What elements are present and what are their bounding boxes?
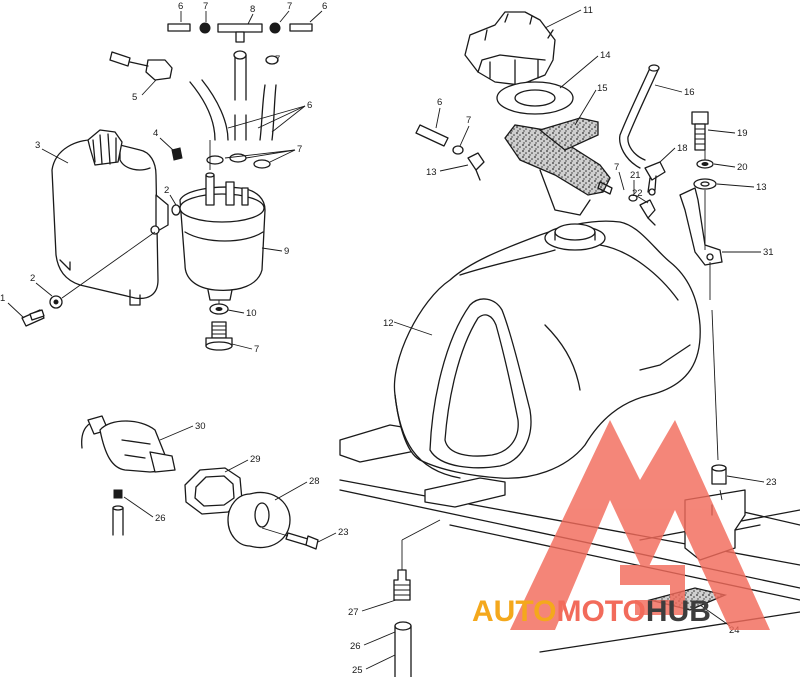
callout-label: 25: [352, 665, 363, 676]
callout-label: 2: [164, 185, 169, 196]
cover-screw: [261, 527, 319, 550]
callout-label: 13: [426, 167, 437, 178]
fuel-tank: [393, 220, 701, 479]
alignment-lines-right: [704, 150, 723, 501]
watermark-logo-mark: [510, 420, 770, 630]
watermark-text-hub: HUB: [646, 595, 711, 628]
drain-fitting: [393, 519, 441, 601]
vent-hose: [619, 64, 660, 169]
filter-bolt: [205, 321, 233, 351]
pump-gasket: [184, 467, 243, 515]
callout-label: 29: [250, 454, 261, 465]
callout-label: 6: [437, 97, 442, 108]
callout-label: 6: [307, 100, 312, 111]
callout-label: 15: [597, 83, 608, 94]
callout-label: 12: [383, 318, 394, 329]
hose-clamps: [206, 153, 271, 169]
callout-label: 9: [284, 246, 289, 257]
pump-fitting: [112, 489, 124, 536]
drain-hose: [394, 621, 412, 677]
filter-washer: [209, 300, 229, 315]
hose-stub-left: [415, 124, 485, 181]
callout-label: 28: [309, 476, 320, 487]
washer-large: [693, 178, 717, 190]
spacer-bushing: [711, 464, 727, 485]
callout-label: 13: [756, 182, 767, 193]
callout-label: 30: [195, 421, 206, 432]
cap-gasket: [496, 81, 574, 115]
watermark-text: AUTOMOTOHUB: [472, 595, 711, 628]
fuel-filter-pump: [179, 140, 266, 301]
callout-label: 24: [729, 625, 740, 636]
callout-label: 1: [0, 293, 5, 304]
hose-stub-center: [597, 181, 638, 202]
callout-label: 8: [250, 4, 255, 15]
callout-label: 23: [338, 527, 349, 538]
tee-fitting-row: [167, 22, 313, 43]
primer-valve: [109, 51, 173, 81]
pump-cover: [227, 491, 291, 549]
nipple-fitting: [171, 147, 183, 161]
callout-label: 7: [203, 1, 208, 12]
grommet-upper: [171, 204, 181, 216]
vent-fitting: [644, 161, 666, 196]
callout-label: 20: [737, 162, 748, 173]
callout-label: 7: [297, 144, 302, 155]
callout-label: 7: [466, 115, 471, 126]
callout-label: 27: [348, 607, 359, 618]
watermark-text-moto: MOTO: [556, 595, 645, 628]
filter-hoses: [189, 50, 279, 141]
callout-label: 14: [600, 50, 611, 61]
callout-label: 7: [275, 54, 280, 65]
callout-label: 16: [684, 87, 695, 98]
watermark-text-auto: AUTO: [472, 595, 556, 628]
elbow-fitting-right: [639, 199, 656, 226]
mounting-bolt: [691, 111, 709, 151]
callout-label: 6: [178, 1, 183, 12]
callout-label: 31: [763, 247, 774, 258]
callout-label: 10: [246, 308, 257, 319]
callout-label: 26: [155, 513, 166, 524]
callout-label: 21: [630, 170, 641, 181]
callout-label: 18: [677, 143, 688, 154]
callout-label: 7: [287, 1, 292, 12]
callout-label: 3: [35, 140, 40, 151]
callout-label: 2: [30, 273, 35, 284]
foam-baffle: [504, 117, 611, 216]
tank-bracket: [679, 187, 723, 266]
callout-label: 7: [254, 344, 259, 355]
reservoir-bolt: [21, 231, 156, 327]
fuel-cap: [464, 11, 556, 86]
fuel-pump-module: [81, 415, 176, 473]
callout-label: 7: [614, 162, 619, 173]
callout-label: 26: [350, 641, 361, 652]
automotohub-watermark: AUTOMOTOHUB: [472, 420, 770, 630]
callout-label: 5: [132, 92, 137, 103]
callout-label: 22: [632, 188, 643, 199]
callout-label: 6: [322, 1, 327, 12]
callout-label: 19: [737, 128, 748, 139]
callout-label: 11: [583, 5, 593, 16]
oil-reservoir: [51, 129, 169, 306]
washer-small: [696, 159, 714, 169]
callout-label: 4: [153, 128, 158, 139]
callout-label: 23: [766, 477, 777, 488]
